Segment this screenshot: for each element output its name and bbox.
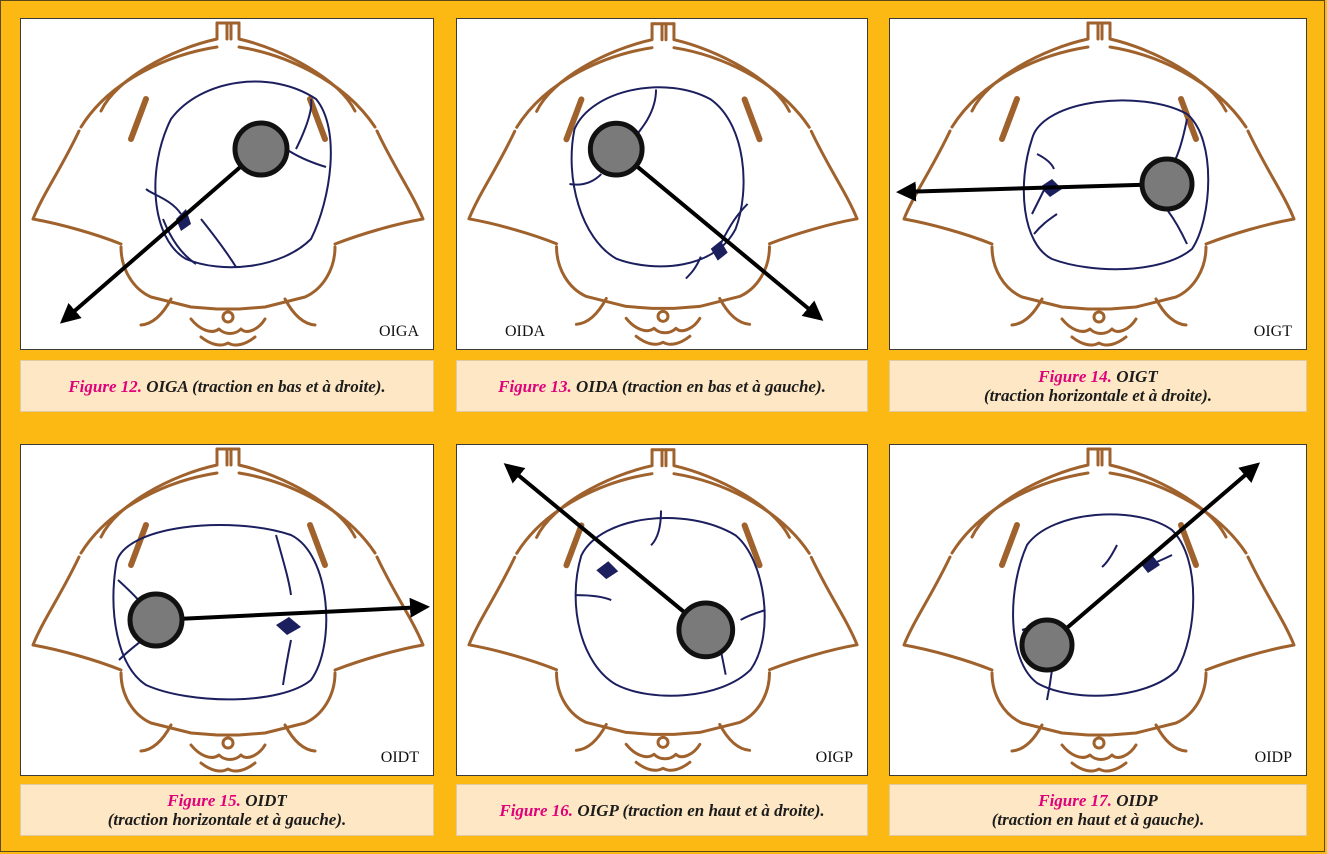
caption-code: OIGT xyxy=(1116,367,1158,386)
diagram-panel-fig17: OIDP xyxy=(889,444,1307,776)
caption-code: OIGP xyxy=(577,801,618,820)
caption-code: OIDA xyxy=(576,377,618,396)
caption-fig16: Figure 16. OIGP (traction en haut et à d… xyxy=(456,784,868,836)
caption-fig13: Figure 13. OIDA (traction en bas et à ga… xyxy=(456,360,868,412)
figure-number: Figure 16. xyxy=(499,801,573,820)
caption-fig12: Figure 12. OIGA (traction en bas et à dr… xyxy=(20,360,434,412)
caption-text: (traction horizontale et à droite). xyxy=(984,386,1212,405)
figure-number: Figure 15. xyxy=(167,791,241,810)
caption-text: (traction en bas et à gauche). xyxy=(622,377,826,396)
diagram-panel-fig13: OIDA xyxy=(456,18,868,350)
diagram-panel-fig14: OIGT xyxy=(889,18,1307,350)
caption-text: (traction horizontale et à gauche). xyxy=(108,810,346,829)
caption-code: OIDT xyxy=(245,791,287,810)
figure-number: Figure 13. xyxy=(498,377,572,396)
caption-fig17: Figure 17. OIDP (traction en haut et à g… xyxy=(889,784,1307,836)
figure-number: Figure 12. xyxy=(68,377,142,396)
panel-label: OIDA xyxy=(505,323,545,341)
diagram-panel-fig16: OIGP xyxy=(456,444,868,776)
panel-label: OIGT xyxy=(1254,323,1292,341)
diagram-panel-fig15: OIDT xyxy=(20,444,434,776)
figure-number: Figure 14. xyxy=(1038,367,1112,386)
caption-fig15: Figure 15. OIDT (traction horizontale et… xyxy=(20,784,434,836)
caption-text: (traction en bas et à droite). xyxy=(192,377,386,396)
diagram-panel-fig12: OIGA xyxy=(20,18,434,350)
panel-label: OIDT xyxy=(381,749,419,767)
caption-code: OIGA xyxy=(146,377,188,396)
caption-text: (traction en haut et à droite). xyxy=(623,801,825,820)
panel-label: OIGP xyxy=(816,749,853,767)
caption-text: (traction en haut et à gauche). xyxy=(992,810,1205,829)
figure-number: Figure 17. xyxy=(1038,791,1112,810)
panel-label: OIGA xyxy=(379,323,419,341)
caption-code: OIDP xyxy=(1116,791,1158,810)
caption-fig14: Figure 14. OIGT (traction horizontale et… xyxy=(889,360,1307,412)
panel-label: OIDP xyxy=(1255,749,1292,767)
